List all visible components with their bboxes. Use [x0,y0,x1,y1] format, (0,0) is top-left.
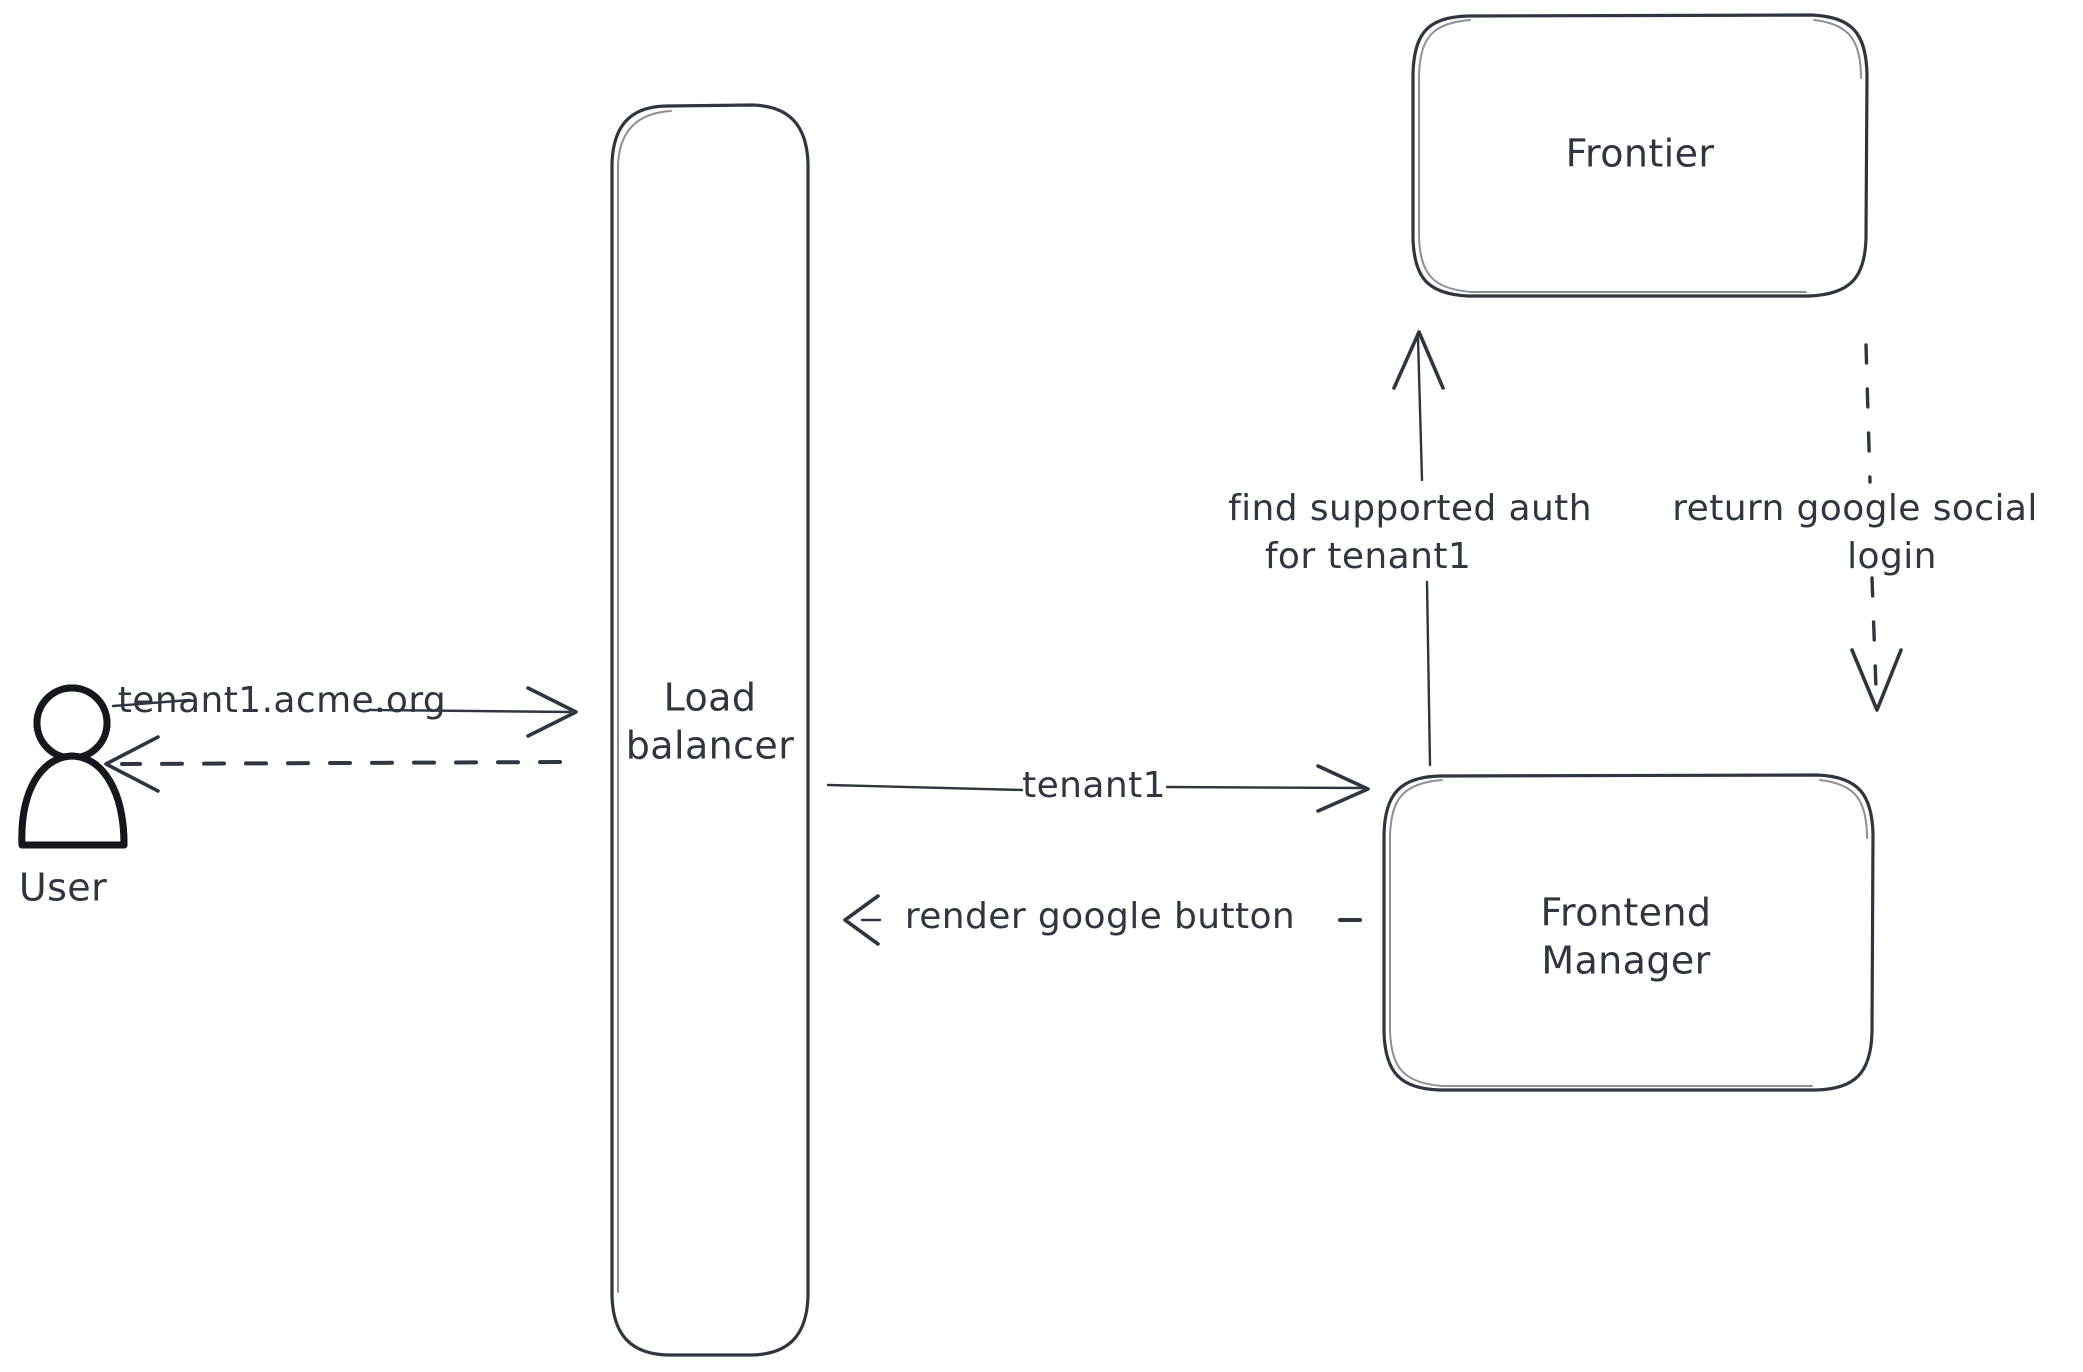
edge-frontier-to-frontend-manager: return google social login [1672,343,2038,712]
user-icon [18,684,128,849]
edge-label-tenant1: tenant1 [1022,765,1166,806]
frontend-manager-label-line1: Frontend [1541,891,1712,935]
edge-load-balancer-to-user [104,735,562,793]
edge-load-balancer-to-frontend-manager: tenant1 [826,764,1370,813]
frontier-label: Frontier [1566,132,1715,176]
load-balancer-label-line2: balancer [626,724,794,768]
edge-label-render-google-button: render google button [905,896,1295,937]
node-load-balancer[interactable]: Load balancer [610,103,810,1357]
edge-label-tenant1-acme-org: tenant1.acme.org [118,680,446,721]
user-label: User [19,866,107,910]
edge-user-to-load-balancer: tenant1.acme.org [111,680,578,738]
frontend-manager-label-line2: Manager [1541,939,1710,983]
edge-frontend-manager-to-frontier: find supported auth for tenant1 [1228,330,1592,767]
edge-label-find-supported-auth-line1: find supported auth [1228,488,1592,529]
load-balancer-label-line1: Load [664,676,757,720]
edge-frontend-manager-to-load-balancer: render google button [843,894,1362,946]
edge-label-return-google-social-line2: login [1847,536,1937,577]
edge-label-find-supported-auth-line2: for tenant1 [1265,536,1471,577]
node-user[interactable]: User [18,684,128,910]
node-frontier[interactable]: Frontier [1411,13,1869,298]
edge-label-return-google-social-line1: return google social [1672,488,2038,529]
node-frontend-manager[interactable]: Frontend Manager [1382,773,1875,1092]
